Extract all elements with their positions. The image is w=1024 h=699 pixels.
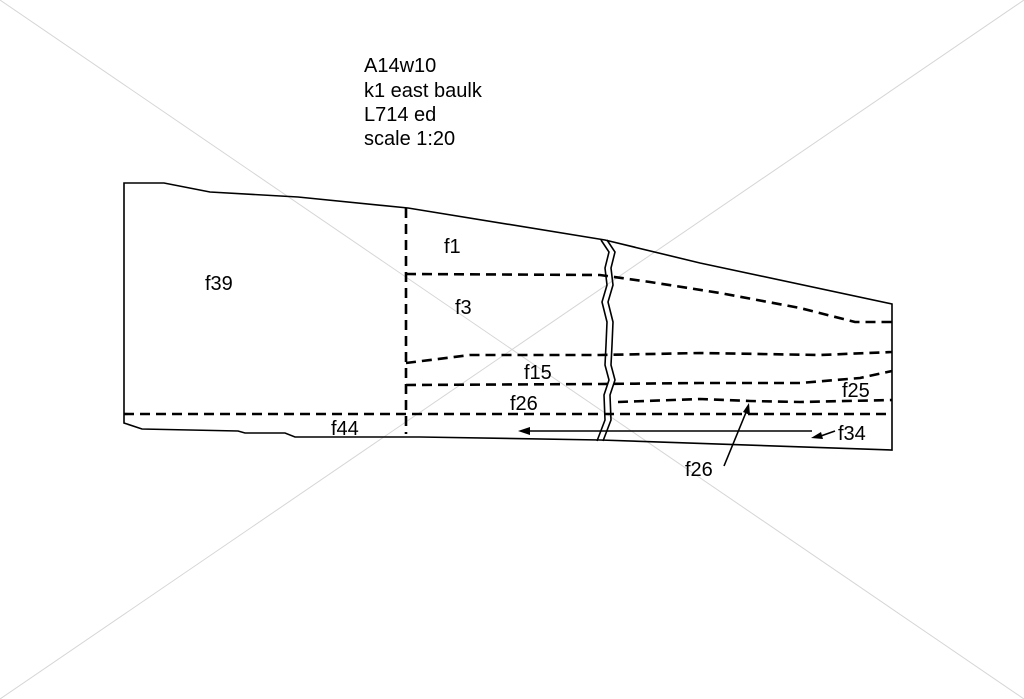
section-outline [123,182,893,451]
label-f3: f3 [455,297,472,319]
label-f26-upper: f26 [510,393,538,415]
boundary-f15-f26 [405,369,893,387]
label-f1: f1 [444,236,461,258]
label-f26-lower: f26 [685,459,713,481]
f26-leader [723,409,748,467]
label-f15: f15 [524,362,552,384]
drawing-title: A14w10 [364,55,436,77]
boundary-f26-f25 [617,397,893,404]
label-f39: f39 [205,273,233,295]
drawing-scale: scale 1:20 [364,128,455,150]
f34-arrow-head [811,432,823,439]
cut-line-right [602,239,616,442]
boundary-f1-f3 [405,272,892,324]
label-f34: f34 [838,423,866,445]
label-f25: f25 [842,380,870,402]
f26-arrow-head [743,403,750,415]
label-f44: f44 [331,418,359,440]
cut-line-left [596,239,610,442]
drawing-locus: L714 ed [364,104,436,126]
boundary-f3-f15 [405,350,893,365]
arrow-head-left [518,427,530,435]
drawing-context: k1 east baulk [364,80,483,102]
